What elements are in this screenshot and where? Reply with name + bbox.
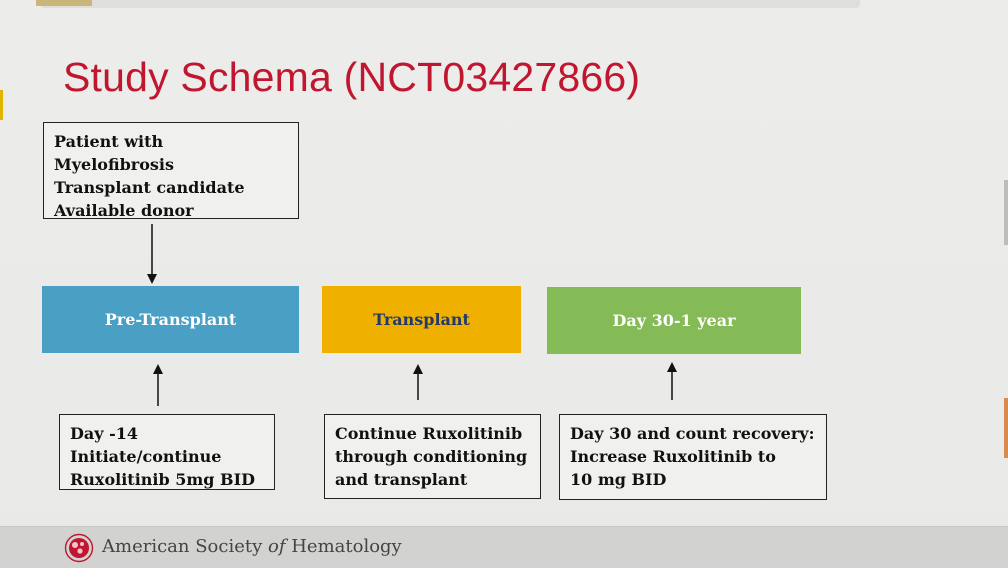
phase-transplant: Transplant: [322, 286, 521, 353]
note-pre-transplant: Day -14 Initiate/continue Ruxolitinib 5m…: [59, 414, 275, 490]
footer-bar: American Society of Hematology: [0, 526, 1008, 568]
note-line: and transplant: [335, 470, 468, 489]
note-transplant: Continue Ruxolitinib through conditionin…: [324, 414, 541, 499]
org-prefix: American Society: [102, 536, 268, 557]
phase-label: Transplant: [373, 310, 470, 329]
note-day30: Day 30 and count recovery: Increase Ruxo…: [559, 414, 827, 500]
note-line: Continue Ruxolitinib: [335, 424, 523, 443]
arrow-down: [147, 224, 157, 284]
right-edge-mark: [1004, 180, 1008, 245]
patient-line: Transplant candidate: [54, 178, 245, 197]
note-line: Ruxolitinib 5mg BID: [70, 470, 255, 489]
org-suffix: Hematology: [285, 536, 402, 557]
phase-label: Pre-Transplant: [104, 310, 237, 329]
patient-line: Myelofibrosis: [54, 155, 174, 174]
left-accent: [0, 90, 3, 120]
note-line: Initiate/continue: [70, 447, 222, 466]
arrow-up: [153, 364, 163, 406]
patient-line: Available donor: [54, 201, 194, 220]
ash-logo-icon: [64, 533, 94, 567]
slide-title: Study Schema (NCT03427866): [63, 54, 641, 100]
note-line: 10 mg BID: [570, 470, 667, 489]
note-line: through conditioning: [335, 447, 528, 466]
right-edge-mark-2: [1004, 398, 1008, 458]
top-watermark: [40, 0, 860, 8]
org-of: of: [268, 536, 286, 557]
phase-day30-1year: Day 30-1 year: [547, 287, 801, 354]
patient-criteria-box: Patient with Myelofibrosis Transplant ca…: [43, 122, 299, 220]
note-line: Day 30 and count recovery:: [570, 424, 815, 443]
footer-organization: American Society of Hematology: [102, 536, 402, 557]
note-line: Increase Ruxolitinib to: [570, 447, 776, 466]
arrow-up: [667, 362, 677, 400]
note-line: Day -14: [70, 424, 139, 443]
patient-line: Patient with: [54, 132, 164, 151]
phase-pre-transplant: Pre-Transplant: [42, 286, 299, 353]
corner-mark: [36, 0, 92, 6]
arrow-up: [413, 364, 423, 400]
phase-label: Day 30-1 year: [612, 311, 736, 330]
